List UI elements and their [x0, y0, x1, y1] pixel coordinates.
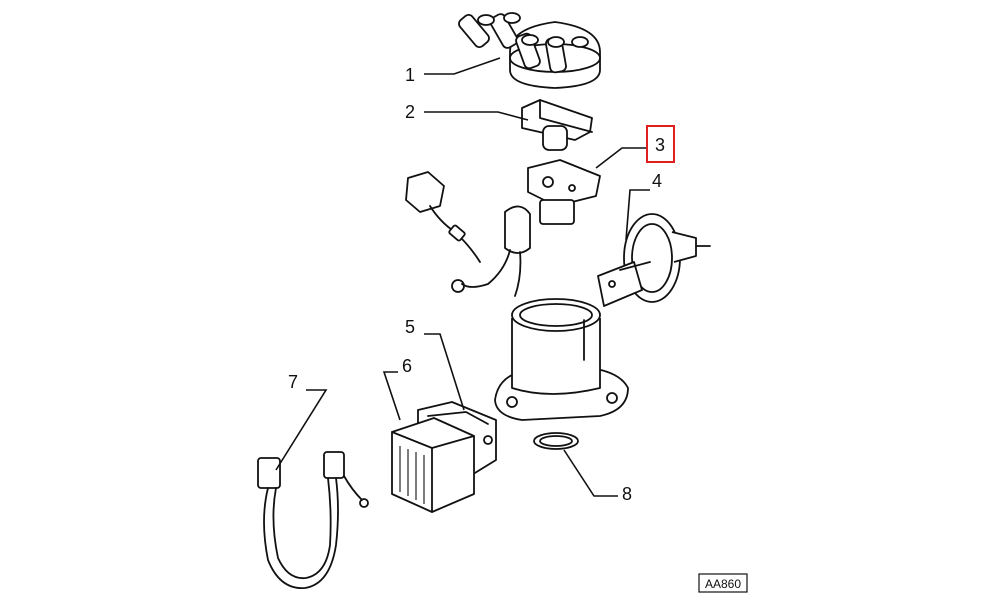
- callout-3[interactable]: 3: [655, 135, 665, 155]
- callout-4: 4: [652, 171, 662, 191]
- part-3-pickup-module[interactable]: [405, 159, 601, 297]
- callout-1: 1: [405, 65, 415, 85]
- part-7-wiring-harness[interactable]: [257, 451, 369, 589]
- reference-code-tag: AA860: [698, 573, 748, 593]
- callout-labels: 1 2 3 4 5 6 7 8: [288, 65, 675, 504]
- callout-8: 8: [622, 484, 632, 504]
- part-8-o-ring[interactable]: [533, 432, 579, 450]
- part-4-vacuum-unit[interactable]: [597, 213, 711, 307]
- leader-lines: [275, 57, 650, 497]
- distributor-housing: [494, 298, 629, 421]
- part-1-distributor-cap[interactable]: [457, 12, 601, 89]
- callout-7: 7: [288, 372, 298, 392]
- callout-5: 5: [405, 317, 415, 337]
- callout-2: 2: [405, 102, 415, 122]
- callout-6: 6: [402, 356, 412, 376]
- reference-code-text: AA860: [705, 577, 741, 591]
- part-6-control-unit[interactable]: [391, 417, 475, 513]
- callout-3-highlight-box: [646, 125, 675, 163]
- part-2-rotor-arm[interactable]: [521, 99, 593, 151]
